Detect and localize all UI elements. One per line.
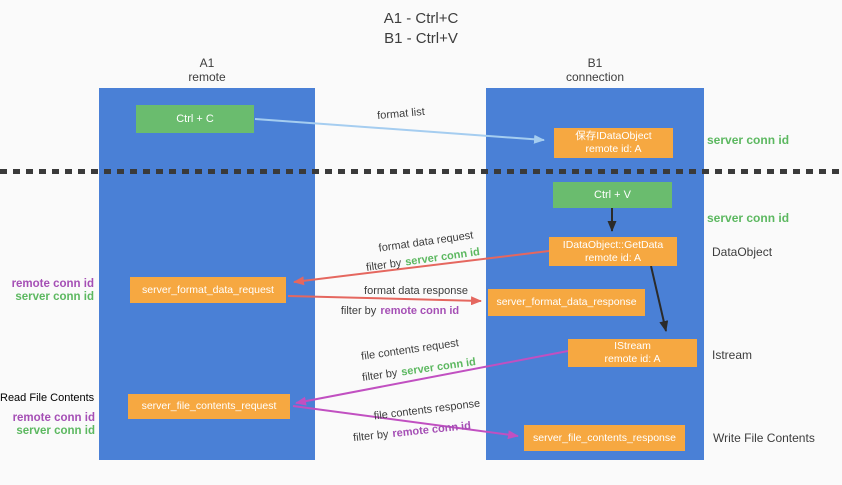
- right-dataobject-label: DataObject: [712, 245, 773, 259]
- lane-a1-name: A1: [199, 56, 215, 70]
- right-server-conn-id-mid: server conn id: [707, 211, 790, 225]
- left-server-conn-id-top: server conn id: [15, 290, 94, 303]
- left-remote-conn-id-top: remote conn id: [11, 278, 94, 290]
- copy-paste-divider-line: [0, 169, 842, 174]
- title-line-ctrl-c: A1 - Ctrl+C: [383, 10, 459, 27]
- server-file-contents-response-label: server_file_contents_response: [532, 431, 676, 444]
- server-file-contents-request-label: server_file_contents_request: [141, 400, 277, 412]
- idataobject-getdata-box: IDataObject::GetData remote id: A: [549, 237, 677, 266]
- diagram-title: A1 - Ctrl+C B1 - Ctrl+V: [0, 9, 842, 49]
- title-line-ctrl-v: B1 - Ctrl+V: [384, 30, 458, 47]
- remote-conn-id-key: remote conn id: [380, 305, 460, 317]
- lane-b1-subtitle: connection: [565, 70, 625, 84]
- right-istream-label: Istream: [712, 348, 753, 362]
- server-conn-id-key: server conn id: [400, 356, 477, 379]
- server-file-contents-response-box: server_file_contents_response: [524, 425, 685, 451]
- filter-by-text: filter by: [340, 305, 377, 317]
- left-conn-id-group-top: remote conn id server conn id: [0, 278, 94, 303]
- lane-a1-subtitle: remote: [188, 70, 226, 84]
- server-format-data-request-label: server_format_data_request: [142, 283, 274, 296]
- label-format-list: format list: [376, 105, 426, 123]
- istream-box: IStream remote id: A: [568, 339, 697, 367]
- label-file-contents-response: file contents response: [373, 397, 481, 423]
- left-server-conn-id-bottom: server conn id: [16, 424, 95, 437]
- lane-header-b1: B1 connection: [486, 56, 704, 84]
- server-format-data-response-box: server_format_data_response: [488, 289, 645, 316]
- server-format-data-request-box: server_format_data_request: [130, 277, 286, 303]
- getdata-line2: remote id: A: [584, 251, 642, 264]
- getdata-line1: IDataObject::GetData: [562, 238, 664, 251]
- ctrl-v-label: Ctrl + V: [594, 188, 631, 201]
- left-conn-id-group-bottom: remote conn id server conn id: [0, 412, 95, 437]
- server-file-contents-request-box: server_file_contents_request: [128, 394, 290, 419]
- filter-by-text: filter by: [352, 428, 390, 445]
- remote-conn-id-key: remote conn id: [391, 419, 472, 441]
- right-write-file-contents-label: Write File Contents: [713, 431, 815, 445]
- istream-line1: IStream: [614, 340, 651, 352]
- lane-header-a1: A1 remote: [99, 56, 315, 84]
- left-remote-conn-id-bottom: remote conn id: [12, 412, 95, 424]
- ctrl-c-label: Ctrl + C: [176, 112, 214, 125]
- right-server-conn-id-top: server conn id: [707, 133, 790, 147]
- label-file-contents-request: file contents request: [360, 337, 460, 363]
- save-idataobject-line2: remote id: A: [585, 143, 642, 155]
- ctrl-v-box: Ctrl + V: [553, 182, 672, 208]
- filter-by-text: filter by: [361, 367, 399, 384]
- server-format-data-response-label: server_format_data_response: [496, 296, 637, 308]
- ctrl-c-box: Ctrl + C: [136, 105, 254, 133]
- lane-b1-name: B1: [587, 56, 603, 70]
- istream-line2: remote id: A: [604, 353, 661, 365]
- save-idataobject-box: 保存IDataObject remote id: A: [554, 128, 673, 158]
- save-idataobject-line1: 保存IDataObject: [575, 130, 652, 142]
- filter-by-text: filter by: [365, 257, 403, 274]
- label-format-data-response: format data response: [364, 285, 468, 297]
- left-read-file-contents-label: Read File Contents: [0, 392, 95, 404]
